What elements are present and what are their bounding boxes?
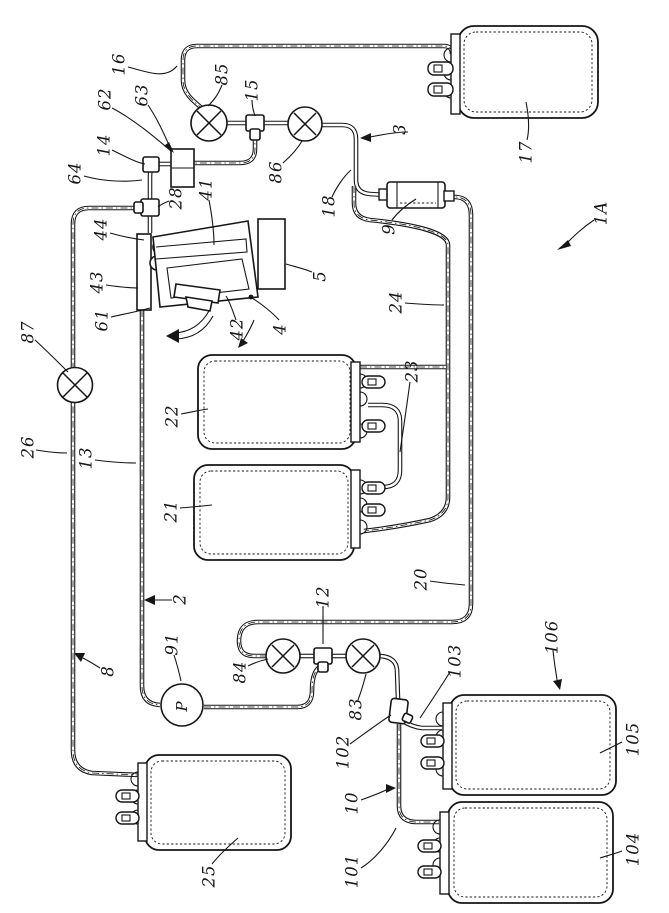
flow-arrow [238, 338, 248, 348]
filter-9 [378, 181, 455, 209]
bag-22 [197, 354, 386, 450]
ref-label-10: 10 [342, 791, 362, 815]
ref-label-20: 20 [411, 567, 431, 591]
ref-label-44: 44 [91, 217, 111, 241]
ref-label-18: 18 [319, 194, 339, 218]
ref-label-85: 85 [212, 62, 232, 86]
pump-91 [160, 683, 204, 727]
ref-label-83: 83 [346, 697, 366, 721]
ref-label-64: 64 [65, 161, 85, 185]
ref-label-23: 23 [402, 359, 422, 383]
ref-label-41: 41 [196, 177, 216, 201]
ref-label-87: 87 [18, 320, 38, 344]
ref-label-9: 9 [379, 223, 399, 235]
rotation-arrow [173, 310, 210, 334]
ref-label-24: 24 [386, 290, 406, 314]
ref-label-105: 105 [623, 721, 643, 757]
ref-label-101: 101 [342, 853, 362, 889]
ref-label-84: 84 [230, 660, 250, 684]
bag-25 [115, 754, 292, 851]
ref-label-91: 91 [162, 632, 182, 656]
ref-label-28: 28 [166, 186, 186, 210]
valve-85 [190, 104, 228, 142]
ref-label-61: 61 [92, 308, 112, 332]
ref-label-22: 22 [162, 404, 182, 428]
ref-label-103: 103 [445, 643, 465, 679]
bag-21 [193, 464, 386, 561]
ref-label-17: 17 [516, 140, 536, 164]
ref-label-25: 25 [199, 864, 219, 888]
bag-22-flange [350, 361, 361, 443]
ref-label-26: 26 [18, 435, 38, 459]
valve-83 [345, 638, 381, 674]
bag-21-flange [350, 469, 361, 549]
ref-label-63: 63 [132, 83, 152, 107]
ref-label-42: 42 [227, 317, 247, 341]
valve-86 [287, 106, 323, 142]
bag-25-flange [137, 762, 148, 842]
ref-label-62: 62 [95, 87, 115, 111]
y-connector-102 [388, 697, 414, 725]
bag-105-flange [442, 702, 453, 790]
ref-label-16: 16 [109, 52, 129, 76]
t-connector-12 [313, 647, 333, 673]
ref-label-102: 102 [333, 734, 353, 770]
ref-label-12: 12 [313, 585, 333, 609]
leader-lines [34, 65, 623, 869]
ref-label-15: 15 [242, 78, 262, 102]
bag-17 [427, 25, 599, 119]
ref-label-2: 2 [170, 593, 190, 605]
pump-letter: P [173, 700, 191, 712]
bag-105 [420, 694, 617, 796]
rotary-seal-manifold [136, 233, 152, 311]
ref-label-13: 13 [76, 446, 96, 470]
bag-104 [417, 801, 614, 904]
separator-assembly [136, 218, 286, 343]
ref-label-8: 8 [98, 665, 118, 677]
ref-label-3: 3 [390, 123, 410, 135]
ref-label-1A: 1A [591, 200, 611, 226]
bag-104-flange [439, 811, 450, 895]
ref-label-43: 43 [87, 270, 107, 294]
sample-block-62-63 [170, 148, 195, 188]
ref-label-21: 21 [161, 499, 181, 523]
bowl-channel-41 [155, 238, 248, 260]
valve-84 [265, 638, 301, 674]
bag-17-flange [450, 33, 461, 115]
ref-label-106: 106 [542, 619, 562, 655]
valve-87 [56, 366, 94, 404]
ref-label-4: 4 [270, 323, 290, 335]
connector-14 [142, 156, 160, 173]
ref-label-14: 14 [94, 133, 114, 157]
holder-5 [257, 218, 286, 290]
t-connector-15 [245, 114, 265, 141]
ref-label-5: 5 [310, 270, 330, 282]
ref-label-104: 104 [623, 831, 643, 867]
ref-label-86: 86 [266, 160, 286, 184]
flow-arrow-lead [242, 319, 255, 342]
t-connector-28 [133, 198, 160, 217]
